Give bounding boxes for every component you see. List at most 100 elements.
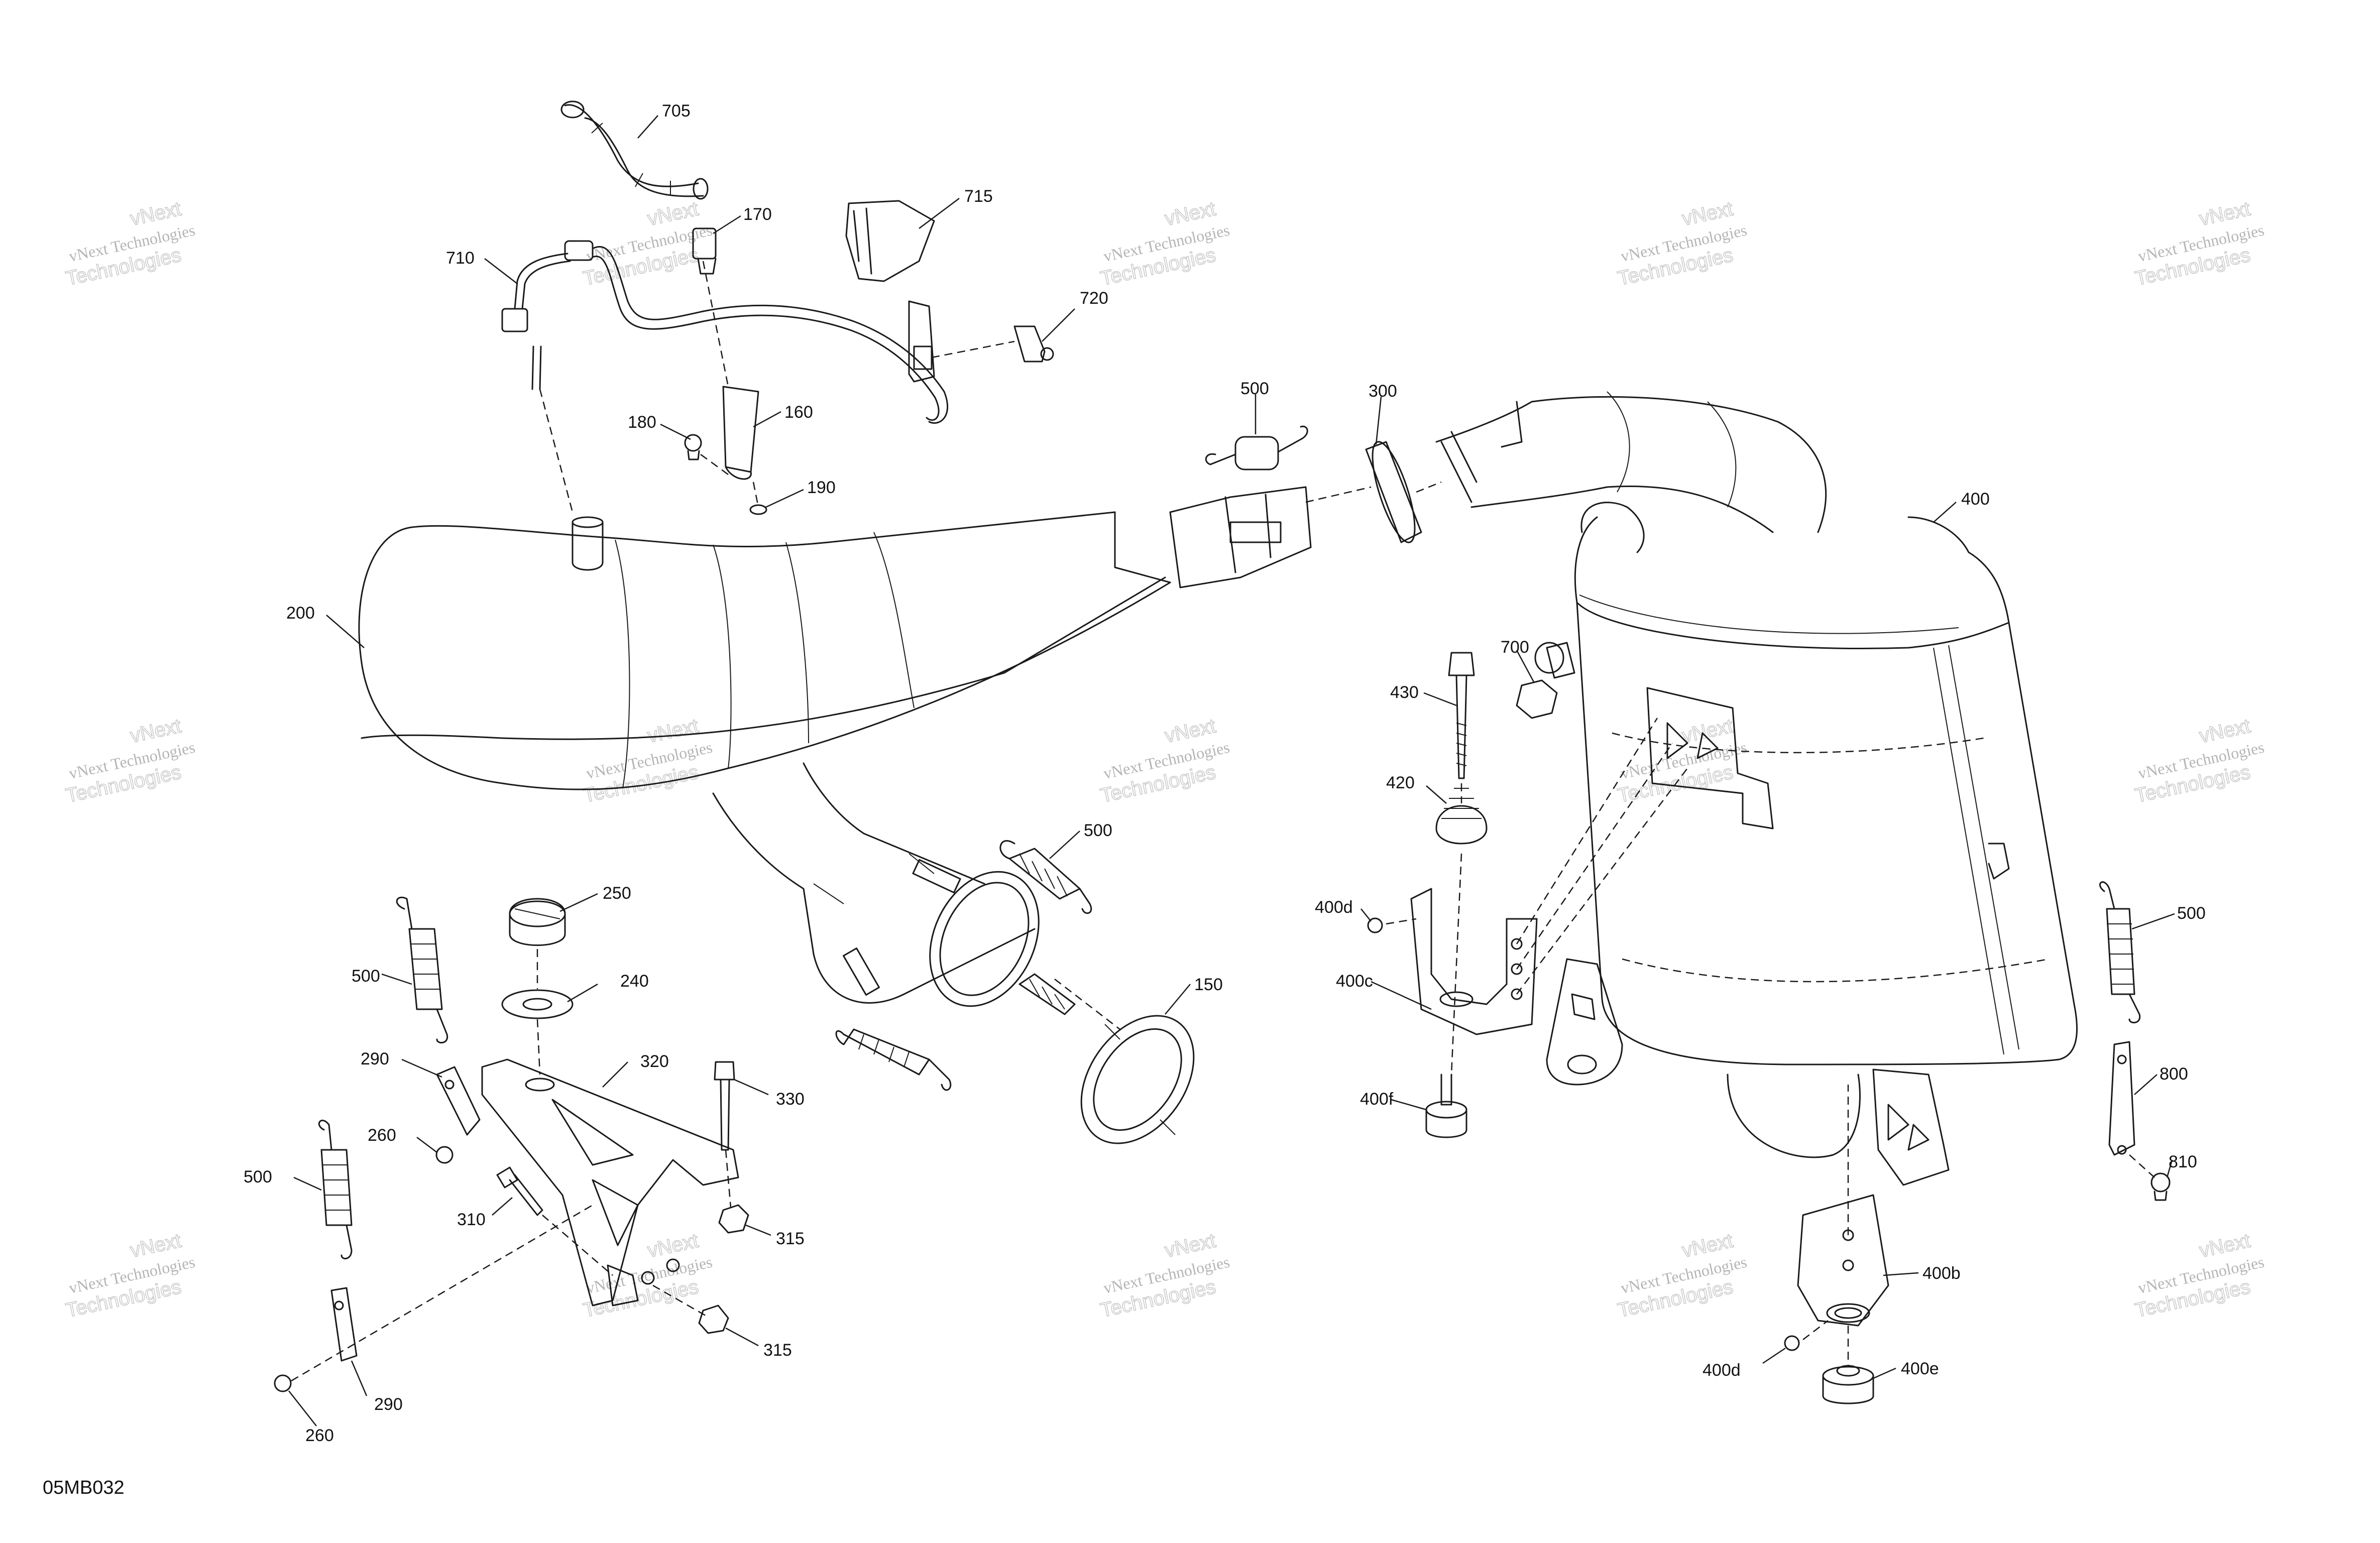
- callout-315: 315: [763, 1341, 792, 1360]
- callout-260: 260: [305, 1426, 334, 1445]
- part-150-clamp-ring: [1080, 1015, 1195, 1144]
- part-810-screw: [2150, 1172, 2171, 1201]
- part-715-connector: [908, 300, 935, 383]
- callout-400d: 400d: [1703, 1361, 1741, 1380]
- part-320-bracket: [481, 1058, 739, 1307]
- callout-720: 720: [1080, 289, 1108, 308]
- callout-500: 500: [2177, 904, 2206, 923]
- part-500-spring-left-upper: [396, 896, 448, 1044]
- part-400-muffler: [1435, 391, 2078, 1186]
- part-330-bolt: [714, 1061, 735, 1151]
- callout-260: 260: [368, 1126, 396, 1145]
- part-300-gasket: [1365, 441, 1422, 543]
- callout-400e: 400e: [1901, 1359, 1939, 1378]
- part-500-spring-right: [2099, 881, 2141, 1024]
- callout-240: 240: [620, 972, 649, 991]
- callout-150: 150: [1194, 975, 1223, 994]
- callout-160: 160: [784, 403, 813, 422]
- callout-200: 200: [286, 604, 315, 623]
- part-400b-bracket: [1797, 1194, 1889, 1327]
- part-720-clip: [1013, 325, 1054, 363]
- callout-500: 500: [352, 967, 380, 986]
- part-180-screw: [684, 434, 702, 460]
- part-500-spring-left-lower: [318, 1119, 353, 1260]
- part-250-cap: [509, 898, 566, 946]
- callout-170: 170: [743, 205, 772, 224]
- part-315-nut-lower: [698, 1304, 729, 1334]
- part-500-spring-mid: [999, 840, 1092, 914]
- part-160-bracket: [722, 386, 759, 480]
- callout-330: 330: [776, 1090, 805, 1109]
- part-190-washer: [749, 504, 767, 515]
- part-400d-screw-upper: [1367, 917, 1383, 933]
- callout-500: 500: [244, 1167, 272, 1186]
- part-400c-bracket: [1410, 888, 1538, 1035]
- callout-310: 310: [457, 1210, 486, 1229]
- part-260-screw-upper: [435, 1146, 454, 1164]
- callout-250: 250: [603, 884, 631, 903]
- assembly-dashed-lines: [291, 261, 2155, 1382]
- part-200-outlet-coupler: [1169, 486, 1312, 588]
- callout-400d: 400d: [1315, 898, 1353, 917]
- callout-315: 315: [776, 1229, 805, 1248]
- callout-labels: 705 170 715 710 720 500 300 180 160 190 …: [244, 101, 2206, 1445]
- part-200-expansion-chamber: [358, 511, 1171, 1007]
- callout-290: 290: [361, 1049, 389, 1069]
- callout-400: 400: [1961, 490, 1990, 509]
- part-715-cover: [845, 200, 935, 282]
- part-290-clip-lower: [330, 1287, 358, 1362]
- part-400f-bushing: [1425, 1074, 1467, 1138]
- part-705-hose: [560, 100, 709, 200]
- callout-400b: 400b: [1922, 1264, 1961, 1283]
- part-420-spring: [1435, 788, 1488, 845]
- callout-810: 810: [2169, 1152, 2197, 1171]
- callout-leader-lines: [288, 115, 2175, 1427]
- callout-705: 705: [662, 101, 691, 121]
- part-800-strap: [2108, 1041, 2135, 1156]
- callout-180: 180: [628, 413, 656, 432]
- callout-500: 500: [1084, 821, 1112, 840]
- part-400e-bushing: [1822, 1365, 1874, 1404]
- callout-420: 420: [1386, 773, 1415, 792]
- callout-190: 190: [807, 478, 836, 497]
- callout-430: 430: [1390, 683, 1419, 702]
- part-710-sensor-cable: [501, 240, 948, 424]
- part-310-bolt: [496, 1166, 543, 1216]
- callout-290: 290: [374, 1395, 403, 1414]
- part-500-spring-top: [1205, 425, 1308, 470]
- part-500-spring-lower-mid: [1018, 973, 1076, 1015]
- part-260-screw-lower: [274, 1374, 292, 1392]
- callout-710: 710: [446, 249, 475, 268]
- part-315-nut-upper: [718, 1204, 749, 1234]
- callout-715: 715: [964, 187, 993, 206]
- callout-400f: 400f: [1360, 1090, 1394, 1109]
- part-430-bolt: [1448, 652, 1475, 779]
- callout-320: 320: [640, 1052, 669, 1071]
- part-700-nut: [1516, 679, 1558, 719]
- part-400d-screw-lower: [1784, 1335, 1800, 1351]
- part-170-clip: [692, 227, 717, 275]
- callout-800: 800: [2160, 1064, 2188, 1084]
- part-290-clip-upper: [436, 1066, 481, 1136]
- part-240-washer: [501, 989, 574, 1019]
- reference-code: 05MB032: [43, 1477, 125, 1498]
- callout-400c: 400c: [1336, 972, 1373, 991]
- callout-700: 700: [1501, 638, 1529, 657]
- callout-300: 300: [1369, 382, 1397, 401]
